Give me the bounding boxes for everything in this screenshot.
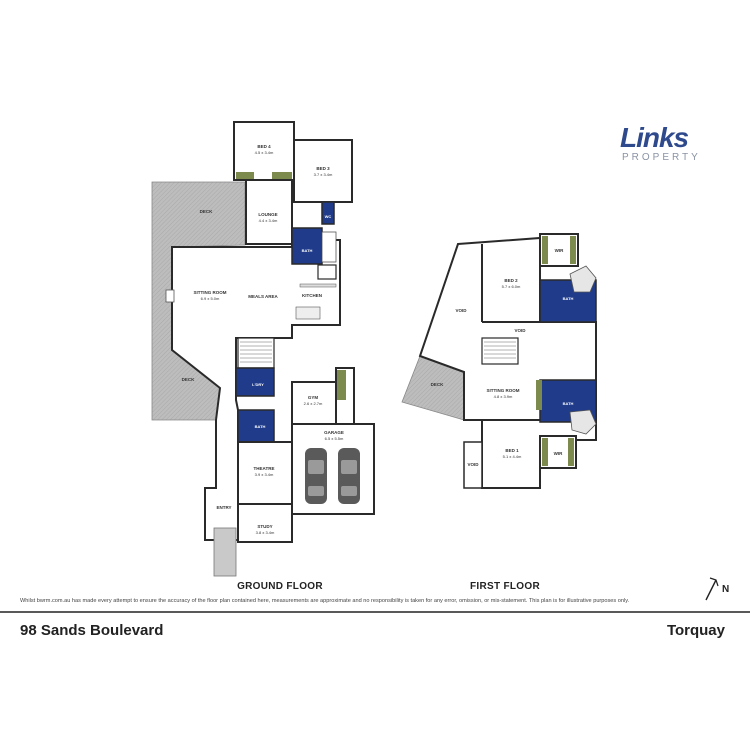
entry-steps [213,527,237,577]
label-void2: VOID [514,328,526,333]
label-wir-low: WIR [554,451,563,456]
first-stairs-treads [484,341,516,359]
label-ff-bath-top: BATH [563,296,574,301]
first-void-strip [463,441,483,489]
label-sitting: SITTING ROOM [194,290,227,295]
label-bed2: BED 2 [504,278,518,283]
dims-study: 3.8 x 3.4m [256,530,275,535]
room-ldry [235,367,275,397]
property-suburb: Torquay [666,622,725,639]
sitting-window [165,289,175,303]
car-icon [305,448,327,504]
dims-lounge: 4.4 x 3.4m [259,218,278,223]
room-wc [321,201,335,225]
room-lounge [245,179,293,245]
dims-bed2: 5.7 x 6.0m [502,284,521,289]
ground-stairs [237,337,275,369]
links-property-logo: Links PROPERTY [620,122,710,167]
ground-stairs-treads [240,341,272,363]
ff-bath-top-tub [569,265,597,293]
label-bath-low: BATH [255,424,266,429]
label-study: STUDY [257,524,272,529]
label-ff-bath-low: BATH [563,401,574,406]
label-ff-deck: DECK [431,382,445,387]
room-theatre [237,441,293,505]
label-void1: VOID [455,308,467,313]
label-kitchen: KITCHEN [302,293,322,298]
label-bed4: BED 4 [257,144,271,149]
north-label: N [722,584,729,595]
dims-bed1: 5.1 x 4.4m [503,454,522,459]
room-bath-top [291,227,323,265]
label-theatre: THEATRE [254,466,275,471]
dims-bed4: 4.5 x 3.4m [255,150,274,155]
property-address: 98 Sands Boulevard [20,622,164,639]
first-floor-title: FIRST FLOOR [470,581,540,592]
wir-top-robe [542,236,548,264]
disclaimer-text: Whilst bwrm.com.au has made every attemp… [20,598,630,604]
label-void3: VOID [467,462,479,467]
gym-robe [336,370,346,400]
logo-brand: Links [620,122,689,153]
wir-low-robe [542,438,548,466]
label-lounge: LOUNGE [258,212,277,217]
bed4-robe-2 [272,172,292,179]
room-bed3 [293,139,353,203]
label-deck-bottom: DECK [182,377,196,382]
kitchen-bench [299,283,337,288]
ground-floor-title: GROUND FLOOR [237,581,323,592]
label-bed3: BED 3 [316,166,330,171]
label-bed1: BED 1 [505,448,519,453]
north-arrow-icon: N [705,577,729,601]
dims-sitting: 6.9 x 5.0m [201,296,220,301]
label-bath-top: BATH [302,248,313,253]
label-ff-sitting: SITTING ROOM [487,388,520,393]
label-gym: GYM [308,395,319,400]
dims-bed3: 3.7 x 3.4m [314,172,333,177]
kitchen-island [295,306,321,320]
logo-sub: PROPERTY [622,152,701,163]
dims-theatre: 3.9 x 3.4m [255,472,274,477]
car-icon [338,448,360,504]
ground-store [317,264,337,280]
bath-top-tub [321,231,337,263]
label-ldry: L'DRY [252,382,264,387]
first-floor-plan: WIR BED 2 5.7 x 6.0m BATH VOID VOID DECK… [401,233,597,592]
dims-garage: 6.5 x 5.5m [325,436,344,441]
ff-bath-low-tub [569,409,597,435]
room-study [237,503,293,543]
label-entry: ENTRY [216,505,231,510]
dims-gym: 2.6 x 2.7m [304,401,323,406]
ground-floor-plan: BED 4 4.5 x 3.4m BED 3 3.7 x 3.4m DECK L… [151,121,375,592]
label-wc: WC [325,214,332,219]
label-wir-top: WIR [555,248,564,253]
wir-low-robe-2 [568,438,574,466]
label-garage: GARAGE [324,430,344,435]
bed4-robe [236,172,254,179]
room-bath-low [237,409,275,443]
first-stairs [481,337,519,365]
wir-top-robe-2 [570,236,576,264]
dims-ff-sitting: 4.8 x 3.9m [494,394,513,399]
label-meals: MEALS AREA [248,294,278,299]
label-deck-top: DECK [200,209,214,214]
ff-sitting-robe [536,380,542,410]
